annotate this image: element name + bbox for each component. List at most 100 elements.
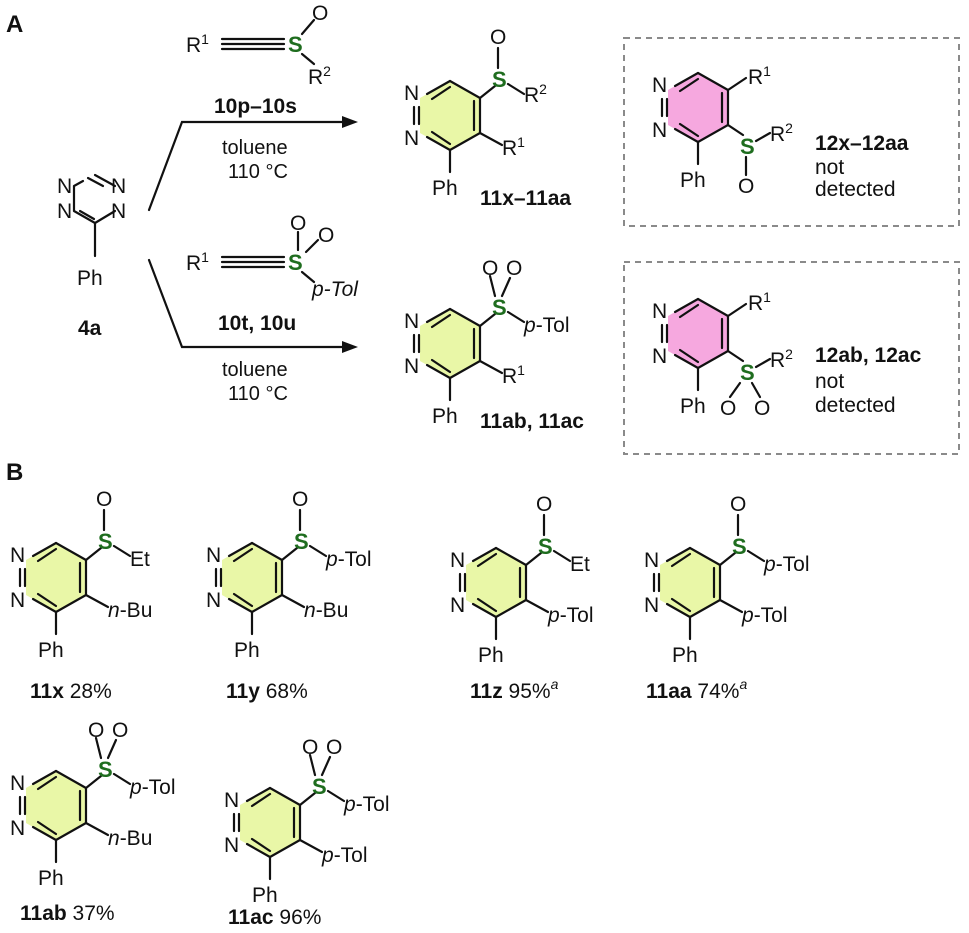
svg-text:O: O <box>730 493 746 516</box>
reagent-label-sulfone: 10t, 10u <box>218 312 296 335</box>
phenyl-label: Ph <box>38 867 64 890</box>
svg-text:O: O <box>112 719 128 742</box>
sulfur-atom: S <box>312 774 327 799</box>
regioisomer-note-12x-line1: not <box>815 156 844 179</box>
ring-n: N <box>404 310 419 333</box>
ring-n: N <box>10 589 25 612</box>
phenyl-label: Ph <box>478 644 504 667</box>
ring-n: N <box>10 772 25 795</box>
svg-text:O: O <box>482 257 498 280</box>
svg-text:p-Tol: p-Tol <box>321 844 368 867</box>
svg-text:O: O <box>88 719 104 742</box>
ring-n: N <box>10 544 25 567</box>
svg-text:O: O <box>292 488 308 511</box>
svg-text:O: O <box>490 26 506 49</box>
svg-text:R1: R1 <box>502 134 525 160</box>
phenyl-label: Ph <box>680 169 706 192</box>
sulfone-sulfur: S <box>288 250 303 275</box>
svg-text:O: O <box>720 397 736 420</box>
sulfur-atom: S <box>294 529 309 554</box>
svg-text:R1: R1 <box>502 362 525 388</box>
ring-n: N <box>652 345 667 368</box>
sulfur-atom: S <box>740 134 755 159</box>
svg-text:R1: R1 <box>186 249 209 275</box>
conditions-temp-2: 110 °C <box>228 383 288 405</box>
ring-n: N <box>404 355 419 378</box>
svg-text:n-Bu: n-Bu <box>304 599 348 622</box>
svg-text:p-Tol: p-Tol <box>547 604 594 627</box>
svg-text:R2: R2 <box>308 63 331 89</box>
ring-n: N <box>644 594 659 617</box>
regioisomer-box-sulfoxide <box>623 37 960 227</box>
tetrazine-ph: Ph <box>77 267 103 290</box>
svg-text:O: O <box>738 175 754 198</box>
compound-label-4a: 4a <box>78 317 102 340</box>
svg-text:Et: Et <box>570 553 590 576</box>
tetrazine-n1: N <box>57 175 72 198</box>
svg-text:p-Tol: p-Tol <box>523 314 570 337</box>
svg-text:O: O <box>290 212 306 235</box>
regioisomer-box-sulfone <box>623 261 960 455</box>
product-label: 11aa 74%a <box>646 676 747 703</box>
alkynyl-sulfone-reagent: R1 S O O p-Tol 10t, 10u <box>186 212 359 335</box>
svg-text:n-Bu: n-Bu <box>108 827 152 850</box>
svg-text:n-Bu: n-Bu <box>108 599 152 622</box>
ring-n: N <box>652 300 667 323</box>
svg-text:O: O <box>754 397 770 420</box>
svg-text:p-Tol: p-Tol <box>741 604 788 627</box>
ring-n: N <box>206 589 221 612</box>
panel-label-b: B <box>6 459 23 486</box>
sulfur-atom: S <box>740 360 755 385</box>
svg-text:R2: R2 <box>770 346 793 372</box>
regioisomer-12x-12aa: NN Ph R1S R2O <box>652 63 793 198</box>
ring-n: N <box>10 817 25 840</box>
sulfur-atom: S <box>732 534 747 559</box>
phenyl-label: Ph <box>432 177 458 200</box>
product-label: 11ab 37% <box>20 902 115 925</box>
ring-n: N <box>404 127 419 150</box>
svg-text:O: O <box>96 488 112 511</box>
phenyl-label: Ph <box>38 639 64 662</box>
svg-text:p-Tol: p-Tol <box>129 776 176 799</box>
phenyl-label: Ph <box>234 639 260 662</box>
ring-n: N <box>224 789 239 812</box>
panel-label-a: A <box>6 11 23 38</box>
svg-text:R1: R1 <box>748 63 771 89</box>
sulfur-atom: S <box>492 295 507 320</box>
conditions-solvent-1: toluene <box>222 137 288 159</box>
sulfur-atom: S <box>492 67 507 92</box>
sulfur-atom: S <box>98 757 113 782</box>
regioisomer-label-12ab: 12ab, 12ac <box>815 344 922 367</box>
svg-text:O: O <box>312 2 328 25</box>
product-label-11x-11aa: 11x–11aa <box>480 187 571 210</box>
tetrazine-n3: N <box>57 200 72 223</box>
product-label: 11z 95%a <box>470 676 559 703</box>
ring-n: N <box>652 74 667 97</box>
svg-text:O: O <box>506 257 522 280</box>
svg-text:R2: R2 <box>770 120 793 146</box>
product-label-11ab-11ac: 11ab, 11ac <box>480 410 584 433</box>
regioisomer-note-12ab-line1: not <box>815 370 844 393</box>
ring-n: N <box>404 82 419 105</box>
svg-text:O: O <box>326 736 342 759</box>
ring-n: N <box>652 119 667 142</box>
tetrazine-n4: N <box>111 200 126 223</box>
phenyl-label: Ph <box>672 644 698 667</box>
phenyl-label: Ph <box>680 395 706 418</box>
svg-text:Et: Et <box>130 548 150 571</box>
product-label: 11x 28% <box>30 680 112 703</box>
svg-text:O: O <box>302 736 318 759</box>
svg-text:p-Tol: p-Tol <box>325 548 372 571</box>
conditions-solvent-2: toluene <box>222 359 288 381</box>
regioisomer-note-12x-line2: detected <box>815 178 896 201</box>
svg-text:R1: R1 <box>186 31 209 57</box>
